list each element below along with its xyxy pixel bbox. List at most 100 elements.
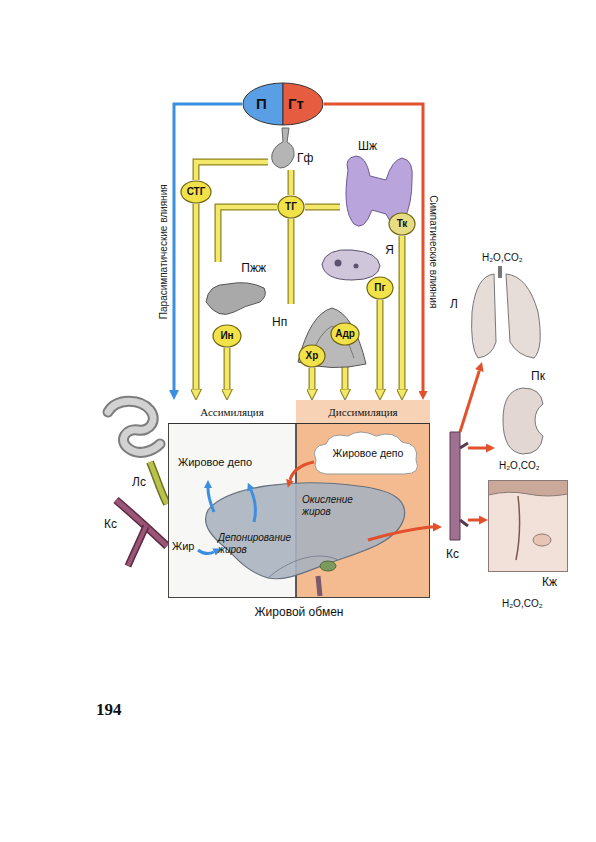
connector-line: [430, 526, 433, 529]
connector-line: [194, 204, 199, 389]
hair-follicle: [516, 496, 520, 560]
node-label: П: [256, 95, 267, 112]
connector-outline: [288, 219, 295, 304]
part-label: Лс: [132, 476, 146, 490]
pancreas-shape: [206, 283, 265, 315]
intestine-fill: [108, 401, 160, 452]
node-label: Гт: [288, 95, 304, 112]
connector-line: [289, 219, 294, 304]
liver-shape: [206, 483, 405, 579]
hormone-ellipse: [278, 196, 304, 218]
node-label: Пжж: [241, 262, 266, 276]
gall-bladder: [320, 561, 336, 571]
influence-label: Симпатические влияния: [428, 195, 440, 308]
connector-outline: [288, 170, 295, 195]
node-label: Кс: [446, 548, 459, 562]
connector-outline: [196, 162, 268, 180]
trachea: [498, 266, 502, 278]
hormone-circle: ТГ: [277, 195, 305, 219]
connector: [430, 527, 433, 528]
lung-lobe: [472, 274, 496, 358]
skin: КжH₂O,CO₂: [488, 480, 568, 628]
hypo-shape: [242, 82, 324, 126]
node-label: Шж: [358, 140, 377, 154]
node-label: Адр: [335, 328, 355, 340]
node-label: Депонирование жиров: [218, 532, 294, 555]
adrenal-shape: [298, 308, 366, 368]
hormone-ellipse: [181, 181, 211, 203]
connector: [460, 371, 479, 432]
hormone-circle: СТГ: [180, 180, 212, 204]
connector-line: [174, 104, 242, 390]
node-label: Гф: [297, 152, 313, 166]
node-label: H₂O,CO₂: [499, 460, 540, 472]
connector: [380, 300, 381, 389]
node-label: Жир: [172, 540, 194, 553]
connector-line: [225, 348, 230, 389]
node-label: Хр: [306, 350, 319, 362]
follicle: [354, 264, 359, 269]
red-arrow: [368, 527, 430, 540]
blue-arrow: [251, 490, 255, 522]
red-arrow: [290, 462, 314, 480]
node-label: Ин: [220, 330, 233, 342]
metabolism-box: Жировой обменАссимиляцияЖировое депоЖирД…: [168, 400, 430, 598]
connector-line: [310, 368, 315, 389]
node-label: Жировое депо: [178, 456, 252, 469]
connector: [305, 207, 340, 208]
connector-line: [289, 170, 294, 195]
node-label: H₂O,CO₂: [482, 252, 523, 264]
node-label: Тк: [397, 218, 408, 230]
connector-line: [468, 447, 486, 450]
ovary-shape: [322, 250, 380, 280]
connector-outline: [193, 204, 200, 389]
box-outline: [169, 401, 430, 598]
connector-line: [460, 371, 479, 432]
hormone-ellipse: [213, 325, 241, 347]
node-label: Окисление жиров: [302, 494, 366, 517]
node-label: H₂O,CO₂: [502, 598, 543, 610]
connector: [218, 207, 277, 262]
hormone-circle: Ин: [212, 324, 242, 348]
liver-lobe-line: [268, 556, 338, 578]
connector-line: [218, 207, 277, 262]
lymph-vessel-outline: [150, 462, 167, 504]
blue-arrow: [198, 550, 214, 554]
node-label: Я: [385, 244, 394, 258]
parasympathetic-half: [243, 83, 283, 125]
connector-outline: [377, 300, 384, 389]
connector: [227, 348, 228, 389]
connector-line: [468, 519, 479, 522]
pituitary-shape: [272, 128, 294, 168]
lungs: H₂O,CO₂Л: [448, 252, 548, 362]
kidney-shape: [495, 370, 557, 474]
node-label: ТГ: [285, 201, 297, 213]
connector-outline: [305, 204, 340, 211]
blood-vessel: [116, 500, 167, 566]
part-label: Кс: [104, 518, 117, 532]
vessel-branch: [460, 443, 468, 448]
connector: [402, 236, 403, 389]
lymph-vessel: [150, 462, 167, 504]
lymph-vessel-fill: [150, 462, 167, 504]
node-label: Пг: [374, 282, 385, 294]
hormone-ellipse: [331, 323, 359, 345]
connector: [468, 520, 479, 521]
liver-illustration: [168, 400, 430, 598]
hormone-circle: Тк: [388, 212, 416, 236]
ovary: Я Пг: [316, 244, 396, 300]
node-label: Кж: [542, 576, 557, 590]
connector-line: [400, 236, 405, 389]
vessel-shape: [450, 432, 460, 540]
node-label: Пк: [531, 370, 545, 384]
connector-outline: [218, 207, 277, 262]
hormone-circle: Адр: [330, 322, 360, 346]
panel-header: Ассимиляция: [168, 400, 296, 424]
connector: [312, 368, 313, 389]
epidermis: [489, 481, 568, 497]
node-label: Нп: [272, 316, 287, 330]
intestine-outline: [108, 401, 160, 452]
hormone-ellipse: [389, 213, 415, 235]
hormone-circle: Пг: [366, 276, 394, 300]
